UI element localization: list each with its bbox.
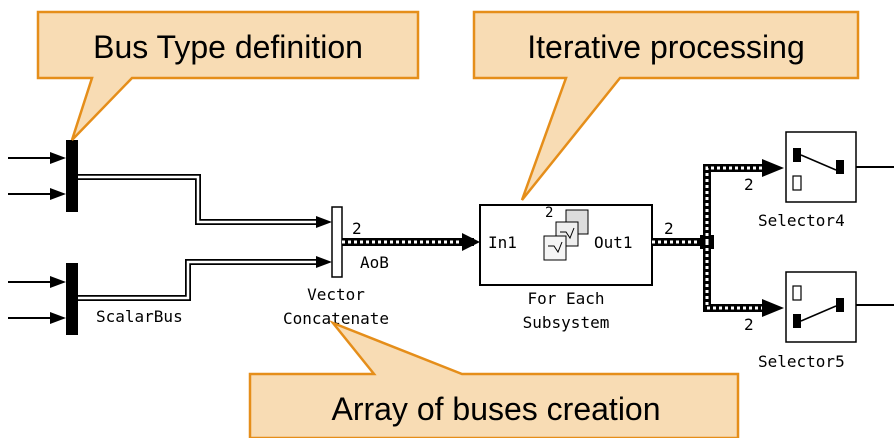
- selector5-label: Selector5: [758, 352, 845, 371]
- input-signals-bottom: [8, 276, 66, 324]
- scalar-bus-label: ScalarBus: [96, 307, 183, 326]
- selector4-label: Selector4: [758, 211, 845, 230]
- aob-label: AoB: [360, 253, 389, 272]
- bus-line-top: [78, 174, 332, 228]
- output-branch-line: [652, 159, 784, 317]
- bus-creator-bottom[interactable]: [66, 263, 78, 335]
- for-each-icon: [543, 209, 589, 261]
- callout-bus-type: Bus Type definition: [36, 10, 420, 141]
- for-each-label-2: Subsystem: [523, 313, 610, 332]
- dim-label-foreach-out: 2: [664, 219, 674, 238]
- vector-concatenate-label-2: Concatenate: [283, 309, 389, 328]
- out1-port-label: Out1: [594, 233, 633, 252]
- callout-array-text: Array of buses creation: [331, 391, 660, 427]
- callout-array: Array of buses creation: [248, 320, 740, 438]
- input-signals-top: [8, 152, 66, 200]
- for-each-label-1: For Each: [527, 289, 604, 308]
- vector-concatenate-label-1: Vector: [307, 285, 365, 304]
- aob-line: [342, 233, 480, 251]
- bus-creator-top[interactable]: [66, 140, 78, 212]
- callout-iterative: Iterative processing: [472, 10, 860, 201]
- in1-port-label: In1: [488, 233, 517, 252]
- vector-concatenate-block[interactable]: [331, 206, 343, 278]
- dim-label-concat-out: 2: [352, 219, 362, 238]
- callout-bus-type-text: Bus Type definition: [93, 29, 363, 65]
- dim-label-foreach-in: 2: [545, 205, 553, 221]
- bus-line-bottom: [78, 256, 332, 301]
- dim-label-sel4-in: 2: [744, 175, 754, 194]
- selector5-block[interactable]: [785, 271, 894, 343]
- callout-iterative-text: Iterative processing: [527, 29, 804, 65]
- dim-label-sel5-in: 2: [744, 315, 754, 334]
- selector4-block[interactable]: [785, 131, 894, 203]
